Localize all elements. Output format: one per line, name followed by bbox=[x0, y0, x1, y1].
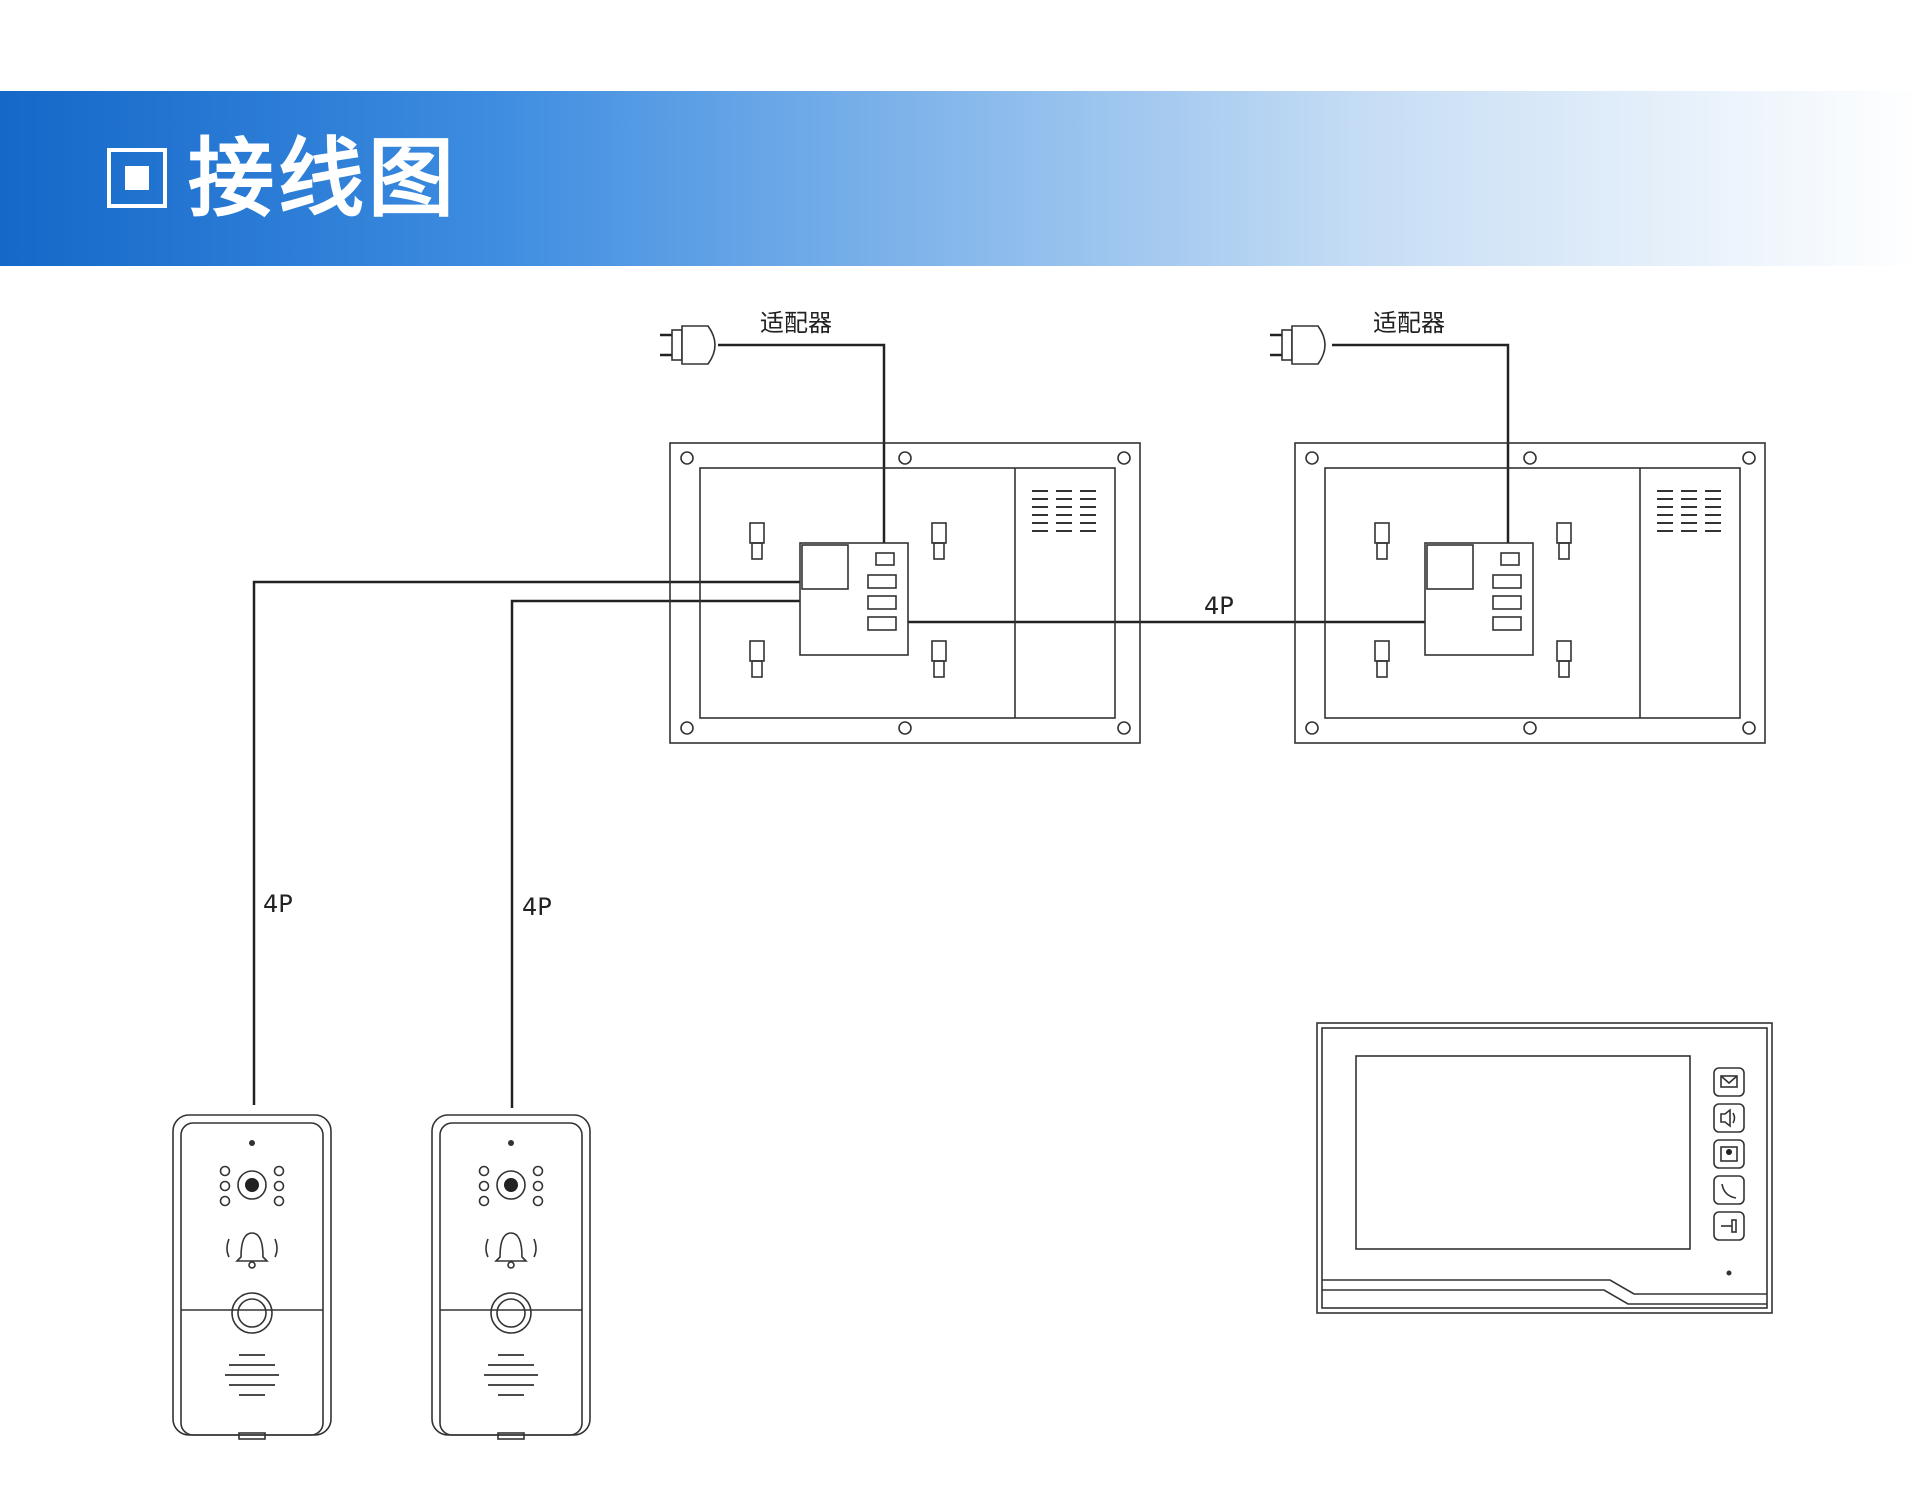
intercom-icon bbox=[1713, 1139, 1745, 1169]
monitor-screen bbox=[1355, 1055, 1691, 1250]
wire-adapter-1 bbox=[718, 343, 886, 558]
monitor-2-backplate bbox=[1294, 442, 1766, 744]
wire-doorbell-1 bbox=[252, 580, 868, 1105]
page-title: 接线图 bbox=[188, 129, 458, 229]
adapter-1: 适配器 bbox=[660, 309, 832, 365]
handset-icon bbox=[1713, 1175, 1745, 1205]
wire-doorbell-2 bbox=[510, 599, 868, 1108]
volume-icon bbox=[1713, 1103, 1745, 1133]
header-square-icon bbox=[107, 148, 167, 208]
link-doorbell-1-label: 4P bbox=[263, 890, 293, 918]
wires bbox=[252, 343, 1510, 1108]
adapter-1-label: 适配器 bbox=[760, 309, 832, 337]
wire-adapter-2 bbox=[1332, 343, 1510, 558]
unlock-key-icon bbox=[1713, 1211, 1745, 1241]
link-monitors-label: 4P bbox=[1204, 592, 1234, 620]
adapter-2-label: 适配器 bbox=[1373, 309, 1445, 337]
monitor-1-backplate bbox=[669, 442, 1141, 744]
message-icon bbox=[1713, 1067, 1745, 1097]
doorbell-1 bbox=[172, 1114, 332, 1440]
header-banner: 接线图 bbox=[0, 91, 1919, 266]
doorbell-2 bbox=[431, 1114, 591, 1440]
adapter-2: 适配器 bbox=[1270, 309, 1445, 365]
monitor-front bbox=[1316, 1022, 1773, 1314]
link-doorbell-2-label: 4P bbox=[522, 893, 552, 921]
